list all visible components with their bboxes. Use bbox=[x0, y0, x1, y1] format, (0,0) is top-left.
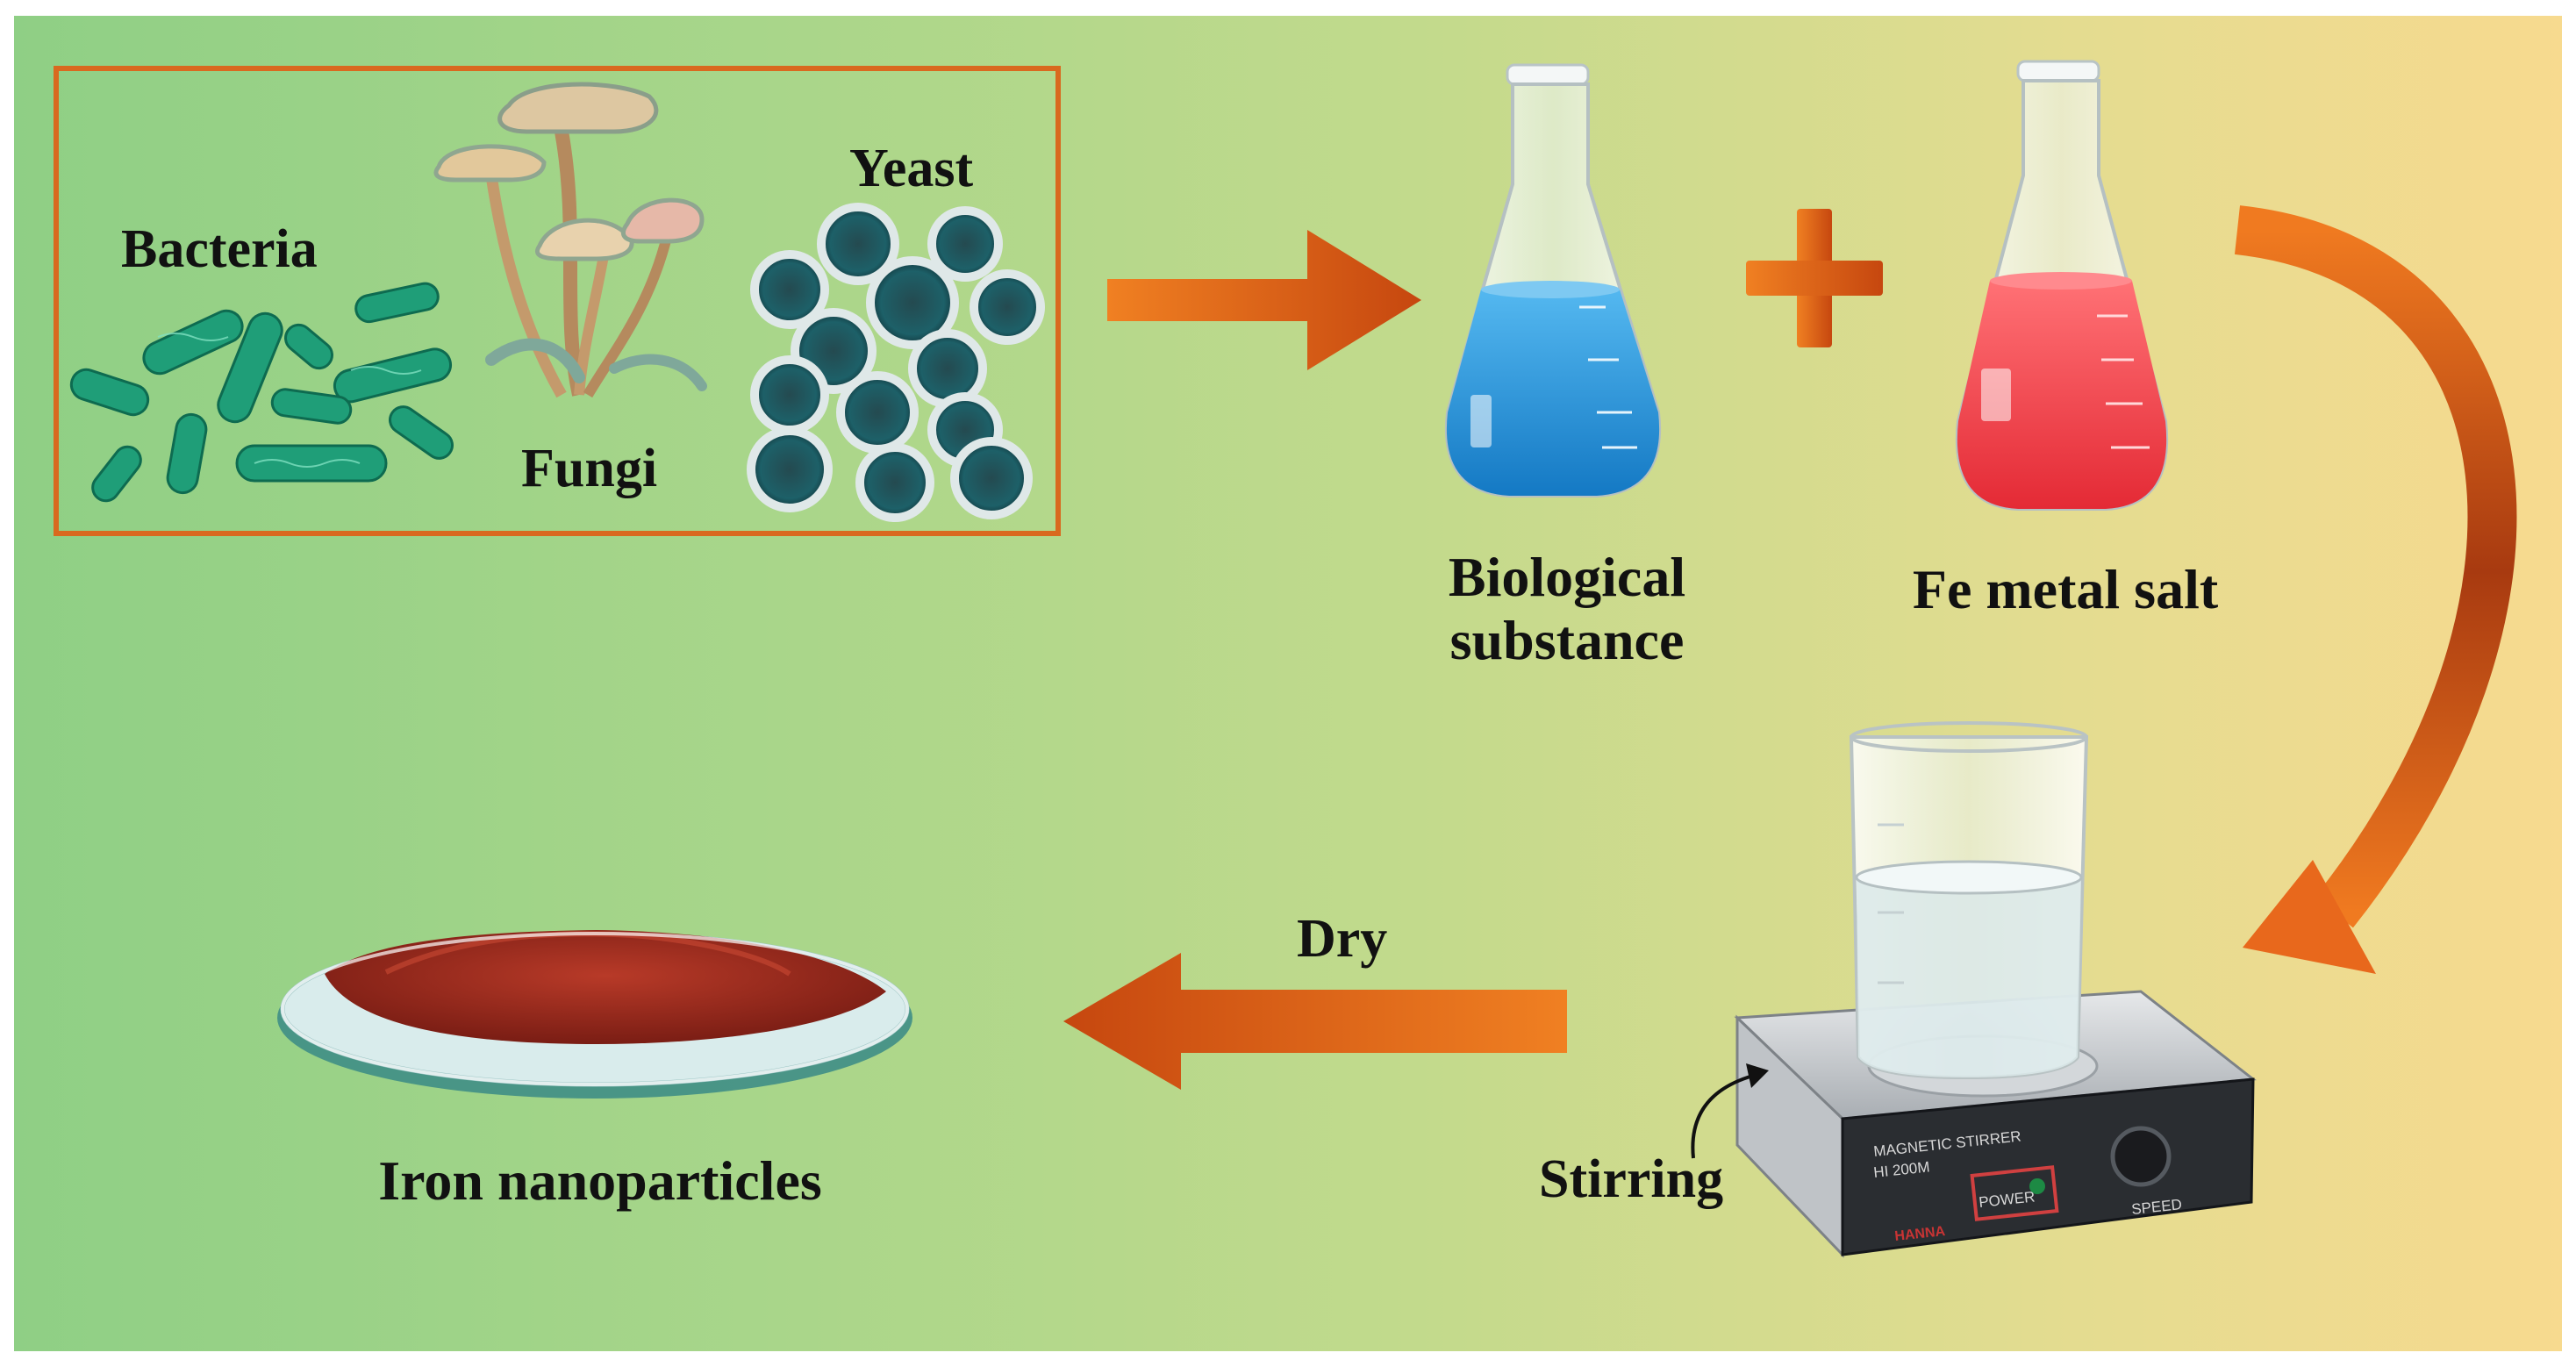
plus-icon bbox=[1746, 209, 1883, 347]
curved-arrow bbox=[2234, 205, 2517, 974]
label-biological-substance: Biological substance bbox=[1449, 546, 1685, 671]
yeast-illustration bbox=[747, 203, 1045, 522]
microorganism-box bbox=[54, 66, 1061, 536]
label-biological-line2: substance bbox=[1449, 608, 1685, 671]
bacteria-illustration bbox=[69, 282, 454, 503]
petri-dish bbox=[277, 930, 912, 1099]
red-flask bbox=[1955, 60, 2169, 511]
stirring-pointer-arrow bbox=[1691, 1063, 1769, 1159]
blue-flask bbox=[1444, 63, 1662, 497]
label-fe-metal-salt: Fe metal salt bbox=[1912, 558, 2219, 620]
label-stirring: Stirring bbox=[1539, 1149, 1724, 1209]
label-biological-line1: Biological bbox=[1448, 546, 1686, 608]
bacteria-highlights bbox=[157, 333, 422, 468]
arrow-to-flask bbox=[1107, 230, 1421, 370]
label-dry: Dry bbox=[1297, 909, 1388, 969]
label-yeast: Yeast bbox=[849, 139, 974, 198]
label-bacteria: Bacteria bbox=[121, 219, 318, 279]
label-iron-nanoparticles: Iron nanoparticles bbox=[378, 1149, 822, 1212]
beaker bbox=[1849, 721, 2089, 1080]
fungi-illustration bbox=[433, 82, 707, 398]
dry-arrow bbox=[1063, 953, 1567, 1090]
stirrer-maker-label: HANNA bbox=[1894, 1224, 1947, 1244]
label-fungi: Fungi bbox=[521, 439, 658, 498]
